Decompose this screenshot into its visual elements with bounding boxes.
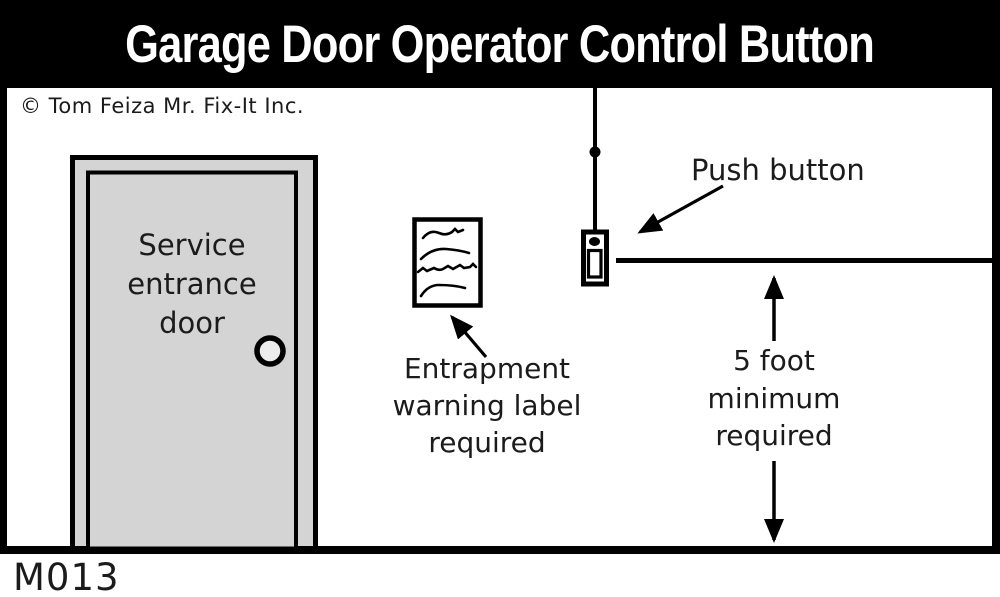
clearance-caption-line: 5 foot <box>733 344 815 377</box>
entrapment-warning-caption-line: required <box>428 426 546 459</box>
title-banner <box>0 0 1000 88</box>
clearance-caption-line: required <box>715 419 833 452</box>
squiggle-line <box>419 283 467 298</box>
cord-connector-dot <box>589 146 601 158</box>
push-button-dot <box>589 237 600 246</box>
page-title: Garage Door Operator Control Button <box>0 0 1000 88</box>
service-door-label-line: door <box>159 306 225 340</box>
squiggle-line <box>421 227 465 240</box>
floor-line <box>0 546 1000 554</box>
right-border <box>992 88 1000 554</box>
page-title-text: Garage Door Operator Control Button <box>125 14 876 74</box>
entrapment-warning-caption-line: warning label <box>392 389 582 422</box>
left-border <box>0 88 7 554</box>
service-door-label-line: Service <box>138 228 246 262</box>
clearance-caption: 5 foot minimum required <box>671 342 877 455</box>
diagram-id-code: M013 <box>13 556 120 597</box>
push-button-arrow <box>637 184 724 234</box>
push-button-caption: Push button <box>691 153 865 187</box>
service-door-label: Service entrance door <box>92 226 292 343</box>
entrapment-warning-caption: Entrapment warning label required <box>371 350 603 461</box>
warning-label-arrow <box>450 314 488 359</box>
copyright-notice: © Tom Feiza Mr. Fix-It Inc. <box>20 94 305 118</box>
entrapment-warning-caption-line: Entrapment <box>403 352 571 385</box>
squiggle-line <box>416 262 478 274</box>
door-knob <box>254 335 286 367</box>
service-door-label-line: entrance <box>127 267 257 301</box>
clearance-caption-line: minimum <box>707 381 841 415</box>
push-button-slot <box>586 248 603 279</box>
warning-label-text-squiggles <box>416 227 478 298</box>
squiggle-line <box>419 247 471 261</box>
